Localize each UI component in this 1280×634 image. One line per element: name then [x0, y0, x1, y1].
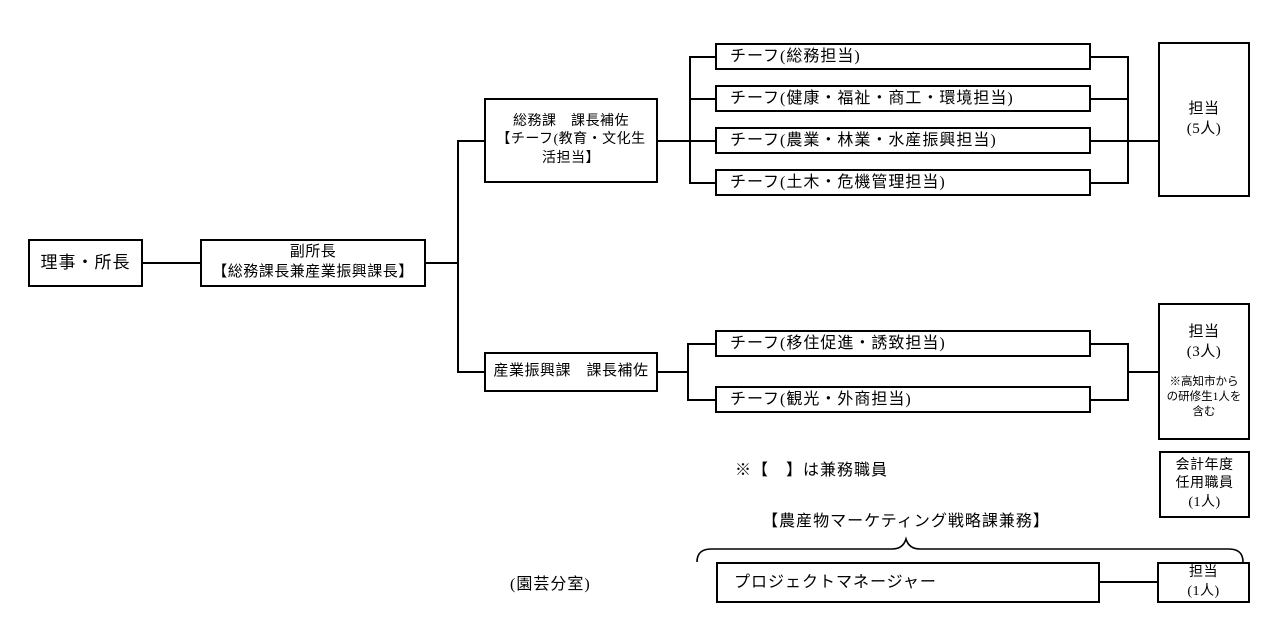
node-chief-doboku-kiki: チーフ(土木・危機管理担当) — [715, 169, 1091, 196]
connector-line — [691, 182, 715, 184]
connector-line — [1091, 343, 1128, 345]
node-staff-5: 担当 (5人) — [1158, 42, 1250, 197]
connector-line — [1091, 140, 1158, 142]
staff-label: 担当 — [1188, 324, 1220, 341]
node-chief-iju-sokushin: チーフ(移住促進・誘致担当) — [715, 330, 1091, 357]
label-marketing-concurrent: 【農産物マーケティング戦略課兼務】 — [762, 513, 1050, 530]
node-somuka-assistant-manager: 総務課 課長補佐 【チーフ(教育・文化生 活担当】 — [484, 98, 658, 183]
staff-count: (3人) — [1186, 344, 1222, 361]
connector-line — [1091, 56, 1128, 58]
node-deputy-director: 副所長 【総務課長兼産業振興課長】 — [200, 239, 426, 287]
staff-label: 担当 — [1188, 100, 1220, 117]
node-sangyoshinkoka-assistant-manager: 産業振興課 課長補佐 — [484, 352, 658, 392]
chief-label: チーフ(総務担当) — [730, 47, 861, 65]
node-deputy-title: 副所長 — [289, 244, 337, 261]
brace-marketing-scope — [696, 536, 1244, 563]
node-chief-somu: チーフ(総務担当) — [715, 43, 1091, 70]
chief-label: チーフ(健康・福祉・商工・環境担当) — [730, 89, 1014, 107]
connector-line — [143, 262, 200, 264]
connector-line — [426, 262, 459, 264]
node-chief-kanko-gaisho: チーフ(観光・外商担当) — [715, 386, 1091, 413]
connector-line — [1129, 371, 1158, 373]
connector-line — [689, 343, 715, 345]
node-somuka-line1: 総務課 課長補佐 — [513, 113, 629, 129]
note-kenmu-shokuin: ※【 】は兼務職員 — [735, 462, 889, 479]
kaikei-count: (1人) — [1188, 494, 1221, 510]
project-manager-label: プロジェクトマネージャー — [734, 573, 937, 591]
chief-label: チーフ(移住促進・誘致担当) — [730, 334, 946, 352]
connector-line — [1091, 182, 1128, 184]
chief-label: チーフ(土木・危機管理担当) — [730, 173, 946, 191]
connector-line — [689, 56, 691, 184]
node-somuka-line3: 活担当】 — [542, 150, 600, 166]
connector-line — [457, 140, 459, 373]
connector-line — [1091, 98, 1128, 100]
connector-line — [1127, 343, 1129, 401]
node-sangyoka-label: 産業振興課 課長補佐 — [493, 363, 649, 380]
staff-trainee-note: ※高知市からの研修生1人を含む — [1166, 375, 1242, 418]
label-engei-bunshitsu: (園芸分室) — [510, 576, 591, 593]
node-chief-kenko-fukushi: チーフ(健康・福祉・商工・環境担当) — [715, 85, 1091, 112]
connector-line — [691, 98, 715, 100]
connector-line — [687, 343, 689, 401]
node-director: 理事・所長 — [28, 239, 143, 287]
node-fiscal-year-staff: 会計年度 任用職員 (1人) — [1159, 451, 1250, 518]
connector-line — [1127, 56, 1129, 184]
node-director-label: 理事・所長 — [40, 252, 131, 272]
node-staff-1: 担当 (1人) — [1157, 562, 1250, 603]
connector-line — [691, 56, 715, 58]
chief-label: チーフ(観光・外商担当) — [730, 390, 912, 408]
kaikei-line2: 任用職員 — [1175, 476, 1234, 492]
connector-line — [1091, 399, 1128, 401]
connector-line — [689, 399, 715, 401]
node-staff-3: 担当 (3人) ※高知市からの研修生1人を含む — [1158, 303, 1250, 440]
connector-line — [1100, 581, 1157, 583]
connector-line — [658, 140, 715, 142]
staff-label: 担当 — [1189, 565, 1218, 581]
connector-line — [459, 140, 484, 142]
node-deputy-concurrent: 【総務課長兼産業振興課長】 — [212, 264, 414, 280]
node-chief-nogyo-ringyo: チーフ(農業・林業・水産振興担当) — [715, 127, 1091, 154]
connector-line — [459, 371, 484, 373]
node-project-manager: プロジェクトマネージャー — [716, 562, 1100, 603]
staff-count: (1人) — [1187, 583, 1220, 599]
kaikei-line1: 会計年度 — [1175, 457, 1234, 473]
node-somuka-line2: 【チーフ(教育・文化生 — [496, 132, 646, 148]
chief-label: チーフ(農業・林業・水産振興担当) — [730, 131, 997, 149]
connector-line — [658, 371, 687, 373]
staff-count: (5人) — [1186, 120, 1222, 137]
